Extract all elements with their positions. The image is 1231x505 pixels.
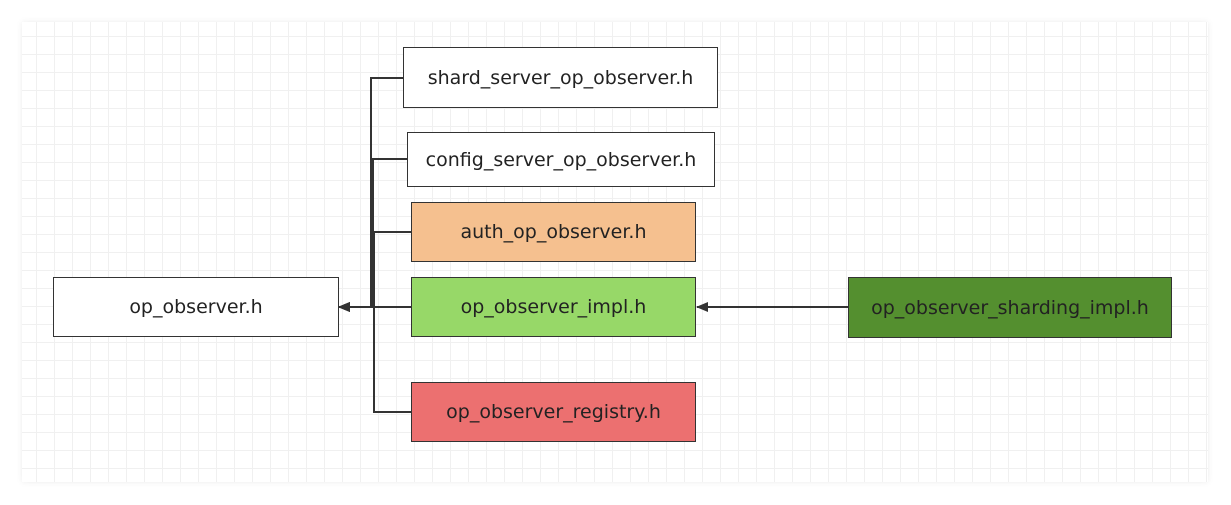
node-op-observer-label: op_observer.h bbox=[129, 296, 263, 318]
node-op-observer-registry[interactable]: op_observer_registry.h bbox=[411, 382, 696, 442]
node-op-observer-sharding-impl-label: op_observer_sharding_impl.h bbox=[871, 296, 1149, 319]
node-op-observer-impl[interactable]: op_observer_impl.h bbox=[411, 277, 696, 337]
node-shard-server-op-observer[interactable]: shard_server_op_observer.h bbox=[403, 47, 718, 108]
node-op-observer-registry-label: op_observer_registry.h bbox=[446, 401, 661, 423]
node-shard-server-op-observer-label: shard_server_op_observer.h bbox=[427, 66, 694, 89]
node-auth-op-observer[interactable]: auth_op_observer.h bbox=[411, 202, 696, 262]
node-op-observer-sharding-impl[interactable]: op_observer_sharding_impl.h bbox=[848, 277, 1172, 338]
node-op-observer[interactable]: op_observer.h bbox=[53, 277, 339, 337]
node-auth-op-observer-label: auth_op_observer.h bbox=[460, 221, 647, 243]
node-config-server-op-observer[interactable]: config_server_op_observer.h bbox=[407, 132, 715, 187]
node-op-observer-impl-label: op_observer_impl.h bbox=[460, 296, 647, 318]
node-config-server-op-observer-label: config_server_op_observer.h bbox=[425, 148, 697, 171]
